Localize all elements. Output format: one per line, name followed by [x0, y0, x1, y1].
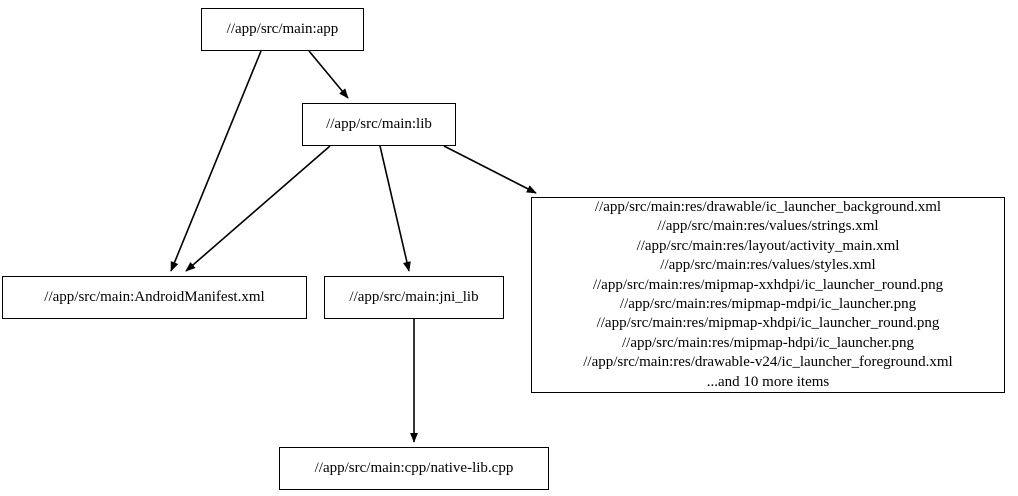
node-android-manifest-label: //app/src/main:AndroidManifest.xml: [44, 288, 265, 305]
node-jni-lib[interactable]: //app/src/main:jni_lib: [324, 276, 504, 319]
node-app[interactable]: //app/src/main:app: [201, 8, 364, 51]
edge-lib-to-jni-lib: [379, 145, 411, 272]
node-resources-bundle[interactable]: //app/src/main:res/drawable/ic_launcher_…: [531, 197, 1005, 393]
node-jni-lib-label: //app/src/main:jni_lib: [349, 288, 479, 305]
edge-app-to-lib: [308, 50, 349, 99]
edge-app-to-manifest: [170, 50, 262, 272]
node-native-lib-cpp-label: //app/src/main:cpp/native-lib.cpp: [314, 459, 514, 476]
edge-lib-to-resources: [443, 145, 537, 194]
node-lib-label: //app/src/main:lib: [326, 115, 432, 132]
node-native-lib-cpp[interactable]: //app/src/main:cpp/native-lib.cpp: [279, 447, 549, 490]
node-lib[interactable]: //app/src/main:lib: [302, 103, 456, 146]
node-android-manifest[interactable]: //app/src/main:AndroidManifest.xml: [2, 276, 307, 319]
node-resources-bundle-label: //app/src/main:res/drawable/ic_launcher_…: [583, 198, 953, 390]
node-app-label: //app/src/main:app: [226, 20, 339, 37]
edge-lib-to-manifest: [185, 145, 331, 272]
